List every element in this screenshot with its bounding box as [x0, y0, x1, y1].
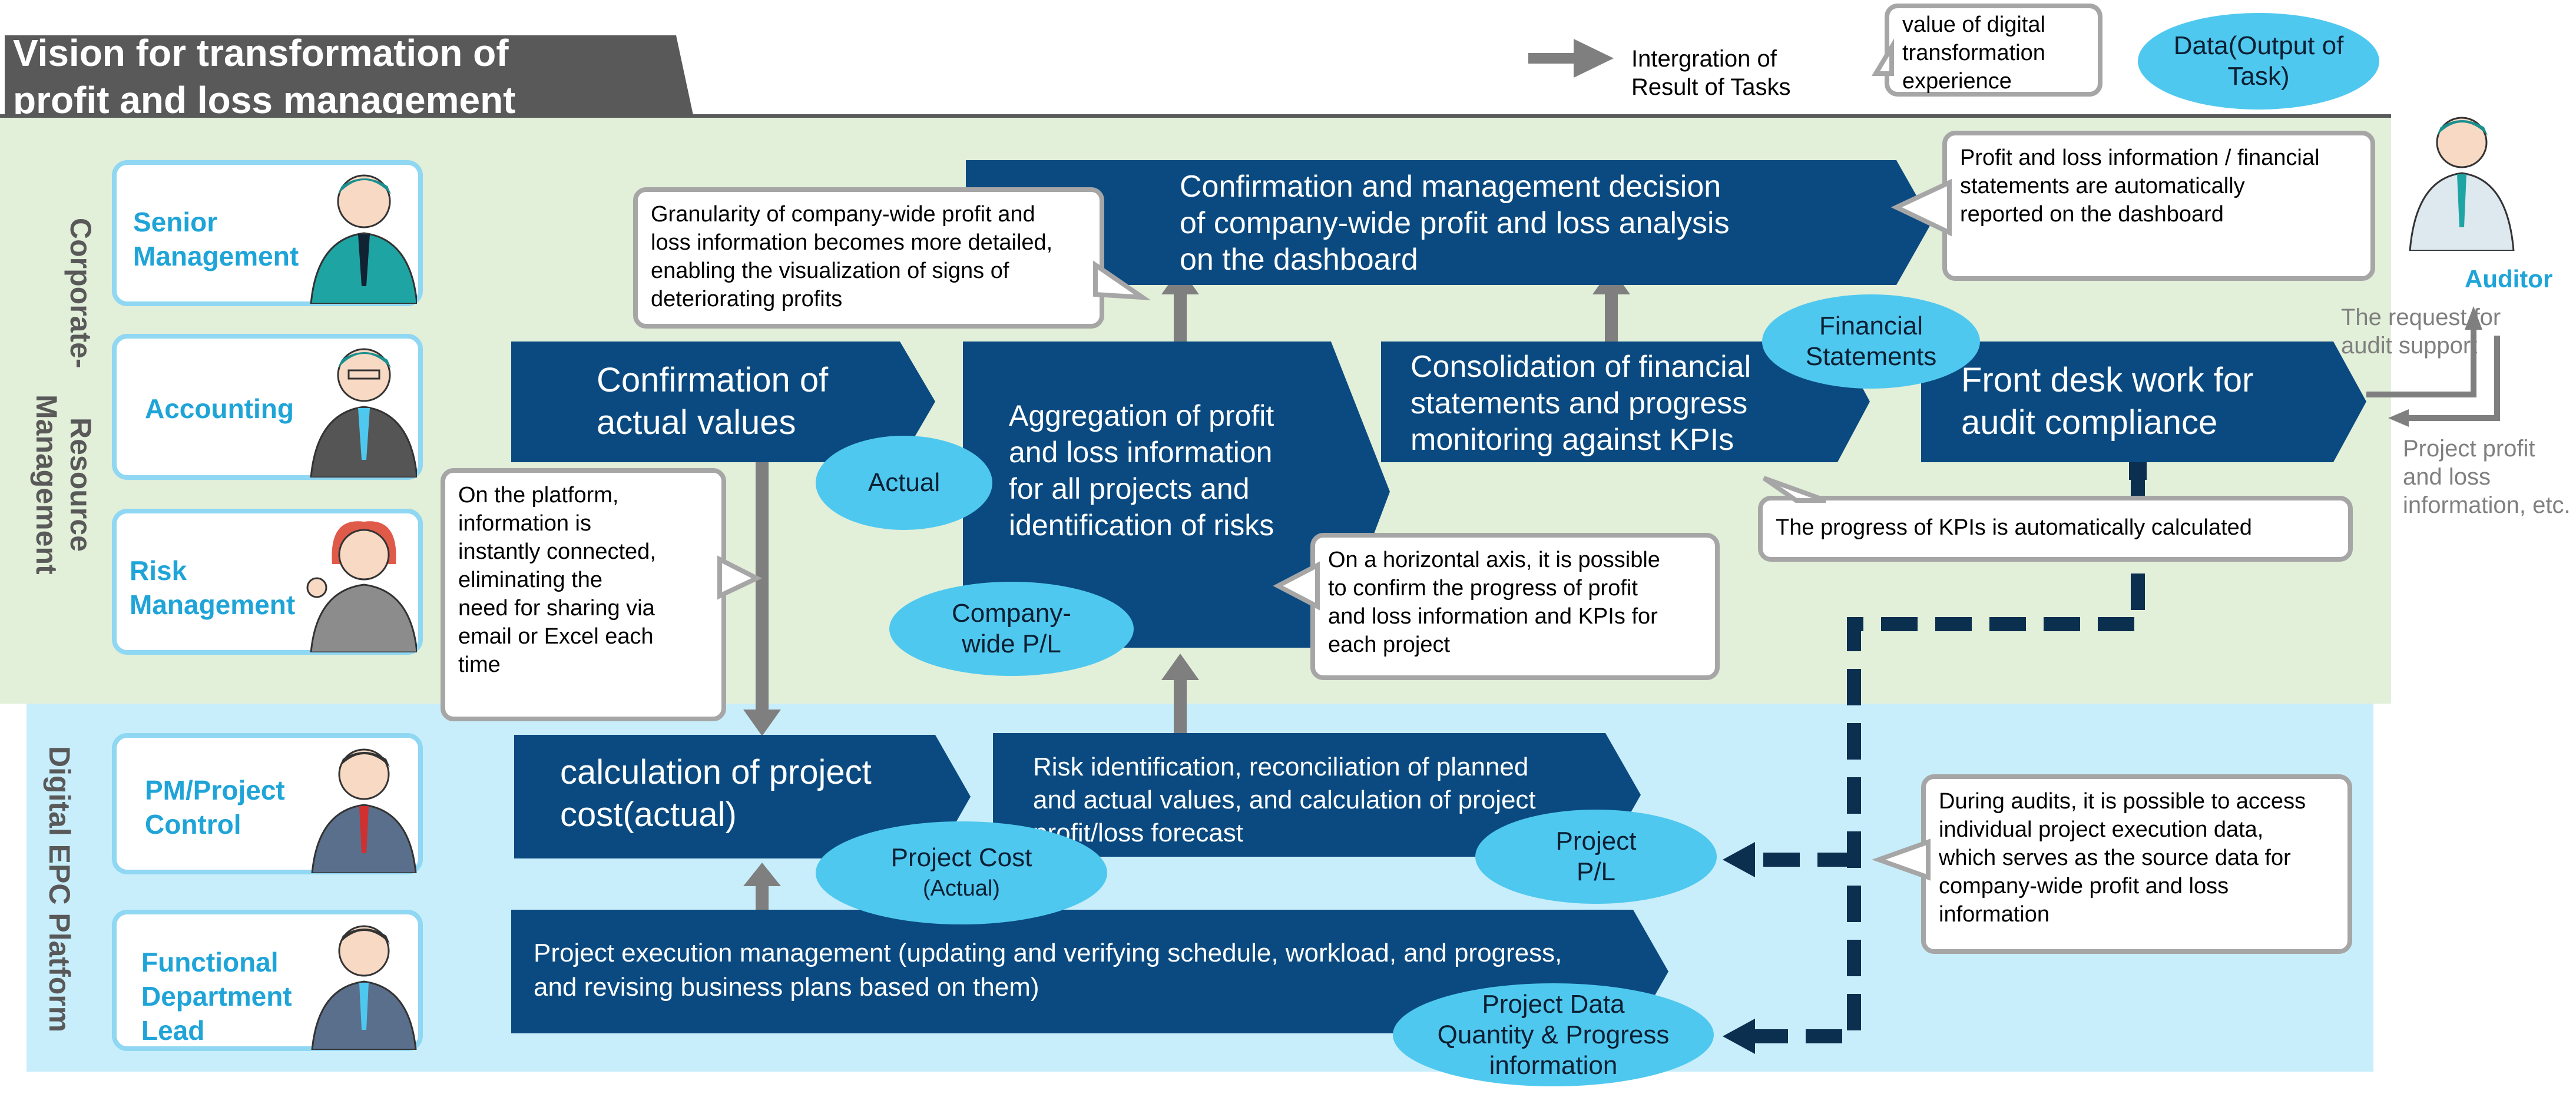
- data-financial-statements: Financial Statements: [1762, 294, 1980, 389]
- legend-arrow-head: [1574, 39, 1614, 78]
- role-senior-management: Senior Management: [112, 160, 423, 306]
- data-project-quantity-progress: Project Data Quantity & Progress informa…: [1393, 983, 1714, 1086]
- callout-platform-instant: On the platform, information is instantl…: [441, 468, 726, 721]
- role-accounting: Accounting: [112, 334, 423, 480]
- person-icon: [311, 925, 417, 1050]
- role-label: Senior Management: [133, 207, 299, 271]
- legend-experience-callout: value of digital transformation experien…: [1885, 4, 2102, 97]
- callout-horizontal-axis: On a horizontal axis, it is possible to …: [1310, 533, 1720, 680]
- person-icon: [306, 521, 417, 652]
- data-actual: Actual: [816, 436, 992, 530]
- step-dashboard-decision: Confirmation and management decision of …: [966, 160, 1932, 285]
- auditor-info-text: Project profit and loss information, etc…: [2403, 436, 2571, 518]
- legend-integration: Intergration of Result of Tasks: [1631, 46, 1791, 100]
- auditor-person-icon: [2409, 117, 2515, 251]
- person-icon: [310, 348, 417, 478]
- callout-auto-reported: Profit and loss information / financial …: [1942, 131, 2375, 281]
- digital-band-label: Digital EPC Platform: [43, 745, 76, 1033]
- data-project-cost-actual: Project Cost (Actual): [816, 821, 1107, 924]
- data-project-pl: Project P/L: [1475, 810, 1717, 904]
- role-label: PM/Project Control: [145, 775, 285, 840]
- title-divider: [0, 114, 2391, 118]
- auditor-label: Auditor: [2465, 265, 2553, 293]
- legend-arrow-shaft: [1528, 53, 1578, 64]
- role-label: Accounting: [145, 393, 294, 424]
- role-functional-department-lead: Functional Department Lead: [112, 910, 423, 1051]
- data-company-wide-pl: Company- wide P/L: [889, 582, 1134, 676]
- auditor-request-text: The request for audit support: [2341, 304, 2501, 359]
- page-title: Vision for transformation of profit and …: [13, 32, 516, 121]
- corporate-band-label: Corporate- Resource Management: [30, 218, 97, 575]
- callout-kpi-auto: The progress of KPIs is automatically ca…: [1758, 496, 2353, 562]
- arrow-head: [2388, 409, 2409, 427]
- role-pm-project-control: PM/Project Control: [112, 733, 423, 874]
- role-label: Risk Management: [130, 555, 296, 620]
- callout-granularity: Granularity of company-wide profit and l…: [633, 187, 1104, 329]
- role-risk-management: Risk Management: [112, 509, 423, 655]
- callout-audit-access: During audits, it is possible to access …: [1921, 774, 2352, 954]
- person-icon: [311, 748, 417, 873]
- step-risk-identification: Risk identification, reconciliation of p…: [993, 733, 1641, 857]
- step-front-desk-audit: Front desk work for audit compliance: [1921, 342, 2366, 462]
- front-desk-connector-stub: [2129, 462, 2147, 480]
- title-tab: [5, 35, 694, 118]
- legend-data-ellipse: Data(Output of Task): [2138, 13, 2379, 110]
- person-icon: [310, 174, 417, 304]
- role-label: Functional Department Lead: [141, 947, 292, 1046]
